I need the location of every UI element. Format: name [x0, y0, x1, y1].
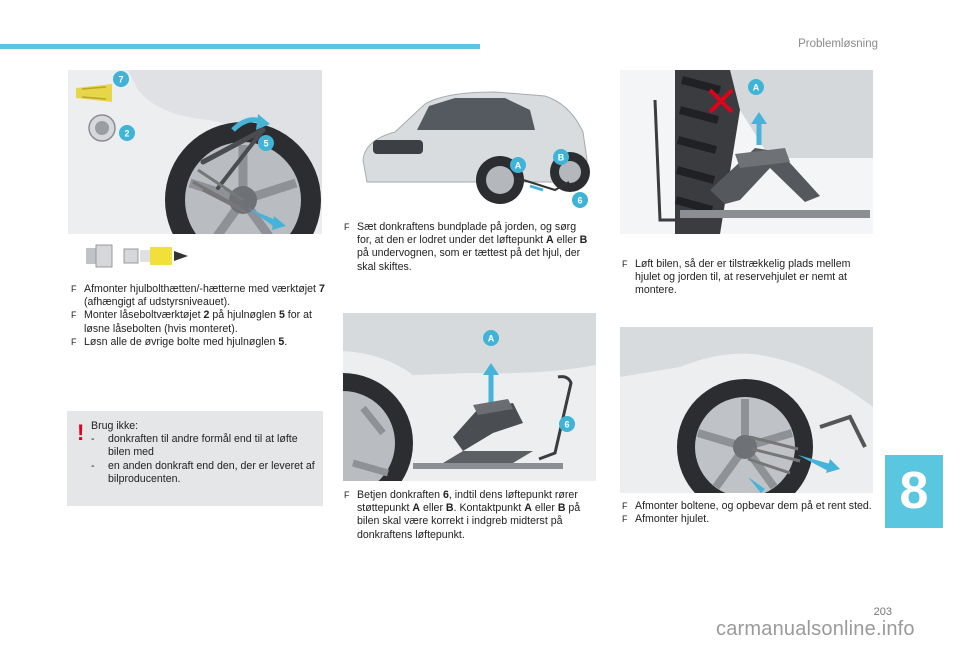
page-number: 203: [873, 606, 892, 618]
watermark: carmanualsonline.info: [716, 618, 915, 640]
illustration-jack-closeup: [620, 70, 873, 234]
warning-icon: !: [77, 420, 85, 445]
illustration-wheel-wrench: [68, 70, 322, 234]
col1-step-1-text: Afmonter hjulbolthætten/-hætterne med væ…: [84, 283, 325, 309]
col3-step-2-text: Afmonter boltene, og opbevar dem på et r…: [635, 500, 872, 512]
section-title: Problemløsning: [798, 38, 878, 50]
warning-item-1: -donkraften til andre formål end til at …: [91, 433, 298, 459]
illustration-lock-tool-detail: [84, 240, 194, 270]
warning-text: Brug ikke: -donkraften til andre formål …: [91, 420, 316, 486]
illustration-car-lift-points: [355, 82, 595, 212]
col2-step-top-text: Sæt donkraftens bundplade på jorden, og …: [357, 221, 588, 273]
warning-item-2: -en anden donkraft end den, der er lever…: [91, 459, 315, 485]
col1-step-2-text: Monter låseboltværktøjet 2 på hjulnøglen…: [84, 309, 312, 335]
warning-title: Brug ikke:: [91, 420, 139, 432]
col3-step-top-text: Løft bilen, så der er tilstrækkelig plad…: [635, 258, 851, 297]
col1-step-3-text: Løsn alle de øvrige bolte med hjulnøglen…: [84, 335, 288, 348]
chapter-tab: 8: [885, 455, 943, 528]
header-accent-bar: [0, 44, 480, 49]
illustration-wheel-removal: [620, 327, 873, 493]
col3-step-3-text: Afmonter hjulet.: [635, 513, 710, 526]
warning-box: ! Brug ikke: -donkraften til andre formå…: [67, 411, 323, 506]
illustration-jack-under-sill: [343, 313, 596, 481]
col2-step-bottom-text: Betjen donkraften 6, indtil dens løftepu…: [357, 489, 581, 541]
